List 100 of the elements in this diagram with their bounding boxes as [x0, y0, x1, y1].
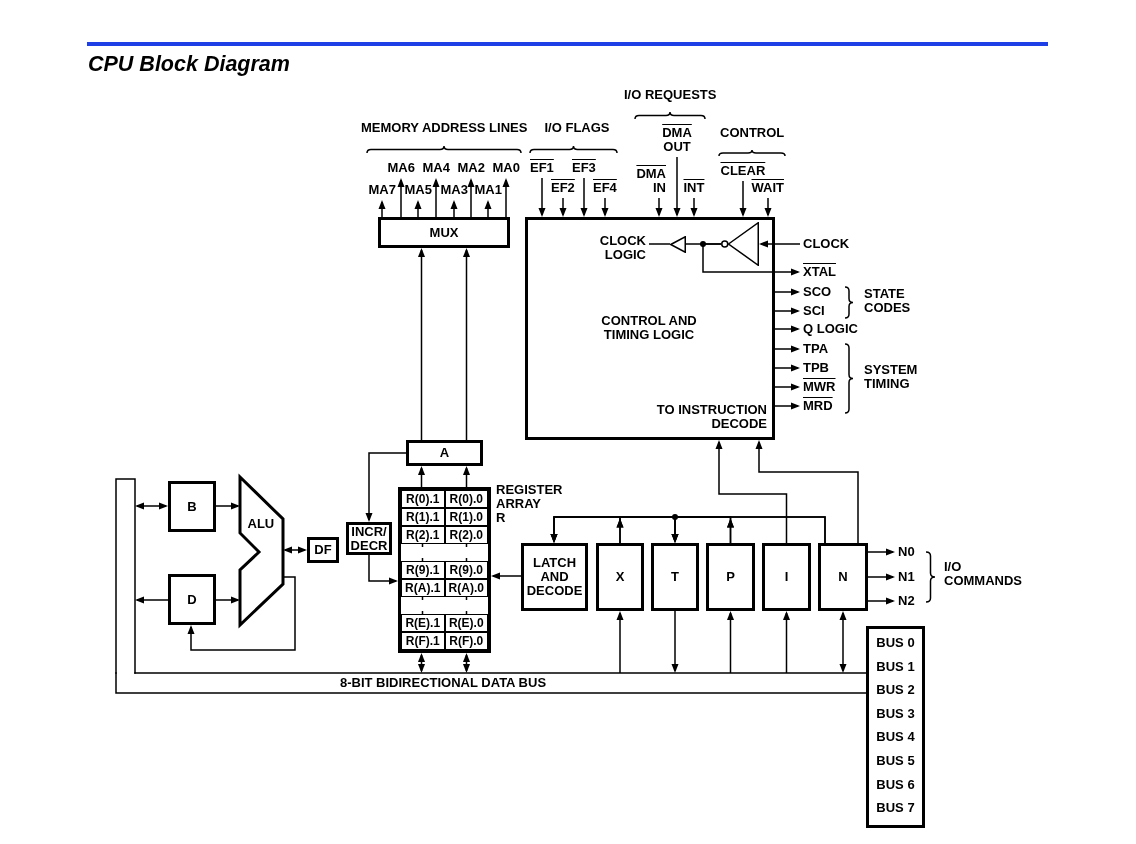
pin-label: BUS 2: [876, 683, 915, 698]
register-cell: R(F).1: [401, 632, 445, 650]
register-cell: R(1).1: [401, 508, 445, 526]
arrow: [491, 572, 522, 580]
signal-label: TPA: [803, 342, 829, 356]
signal-label: EF3: [572, 161, 596, 175]
arrow: [774, 345, 800, 353]
data-bus: [115, 672, 866, 694]
arrow: [671, 516, 826, 544]
arrow: [867, 548, 895, 556]
arrow: [418, 653, 425, 673]
signal-label: TPB: [803, 361, 829, 375]
signal-label: MA4: [422, 161, 450, 175]
arrow: [368, 554, 398, 585]
group-label: MEMORY ADDRESS LINES: [361, 121, 528, 135]
signal-label: XTAL: [803, 265, 836, 279]
pin-label: BUS 7: [876, 801, 915, 816]
pin-label: BUS 3: [876, 706, 915, 721]
signal-label: MA3: [440, 183, 468, 197]
arrow: [484, 200, 492, 218]
arrow: [463, 466, 470, 488]
buffer-symbol: [670, 236, 686, 253]
signal-label: MA2: [457, 161, 485, 175]
multiplexer-block: MUX: [378, 217, 510, 248]
signal-label: DMA OUT: [661, 126, 693, 154]
signal-label: MWR: [803, 380, 836, 394]
arrow: [418, 248, 425, 441]
arrow: [450, 200, 458, 218]
block-label: CONTROL AND TIMING LOGIC: [600, 314, 698, 342]
register-block: D: [168, 574, 216, 625]
circuit-label: CLOCK LOGIC: [596, 234, 646, 262]
arrow: [418, 466, 425, 488]
register-block: DF: [307, 537, 339, 563]
group-label: I/O FLAGS: [544, 121, 610, 135]
register-block: A: [406, 440, 483, 466]
arrow: [755, 440, 859, 544]
arrow: [764, 197, 772, 217]
arrow: [774, 364, 800, 372]
pin-label: BUS 5: [876, 753, 915, 768]
register-cell: R(2).0: [444, 526, 488, 544]
arrow: [414, 200, 422, 218]
function-block: INCR/DECR: [346, 522, 392, 555]
register-cell: R(9).1: [401, 561, 445, 579]
connector-line: [648, 243, 671, 245]
block-note: TO INSTRUCTION DECODE: [655, 403, 767, 431]
arrow: [759, 240, 801, 248]
arrow: [655, 197, 663, 217]
arrow: [671, 610, 679, 673]
arrow: [135, 596, 169, 604]
arrow: [463, 248, 470, 441]
arrow: [559, 197, 567, 217]
arrow: [463, 653, 470, 673]
arrow: [673, 156, 681, 217]
pin-label: BUS 4: [876, 730, 915, 745]
signal-label: Q LOGIC: [803, 322, 858, 336]
register-cell: R(E).1: [401, 614, 445, 632]
arrow: [774, 383, 800, 391]
arrow: [187, 576, 296, 651]
register-cell: R(A).1: [401, 579, 445, 597]
arrow: [283, 546, 307, 554]
arrow: [397, 178, 405, 218]
register-cell: R(9).0: [444, 561, 488, 579]
pin-label: BUS 0: [876, 636, 915, 650]
arrow: [774, 402, 800, 410]
register-block: T: [651, 543, 699, 611]
arrow: [867, 597, 895, 605]
register-block: P: [706, 543, 755, 611]
function-block: LATCH AND DECODE: [521, 543, 588, 611]
signal-label: CLEAR: [720, 164, 766, 178]
arrow: [783, 611, 790, 674]
arrow: [702, 243, 800, 276]
group-label: SYSTEM TIMING: [864, 363, 919, 391]
register-cell: R(2).1: [401, 526, 445, 544]
pin-label: BUS 6: [876, 777, 915, 792]
array-heading: REGISTER ARRAY R: [496, 483, 564, 525]
group-label: I/O REQUESTS: [624, 88, 717, 102]
signal-label: N0: [898, 545, 915, 559]
register-block: N: [818, 543, 868, 611]
signal-label: WAIT: [751, 181, 784, 195]
arrow: [867, 573, 895, 581]
signal-label: EF1: [530, 161, 554, 175]
signal-label: N1: [898, 570, 915, 584]
arrow: [215, 596, 240, 604]
arrow: [365, 452, 407, 522]
pin-label: BUS 1: [876, 659, 915, 674]
diagram-title: CPU Block Diagram: [88, 52, 290, 76]
group-label: CONTROL: [720, 126, 785, 140]
signal-label: DMA IN: [635, 167, 666, 195]
arrow: [774, 288, 800, 296]
arrow: [215, 502, 240, 510]
block-label: ALU: [247, 517, 275, 531]
bus-label: 8-BIT BIDIRECTIONAL DATA BUS: [340, 676, 547, 690]
signal-label: CLOCK: [803, 237, 850, 251]
arrow: [467, 178, 475, 218]
signal-label: SCO: [803, 285, 832, 299]
bus-pin-block: [866, 626, 925, 828]
register-block: I: [762, 543, 811, 611]
arrow: [378, 200, 386, 218]
arrow: [715, 440, 788, 544]
arrow: [538, 177, 546, 217]
